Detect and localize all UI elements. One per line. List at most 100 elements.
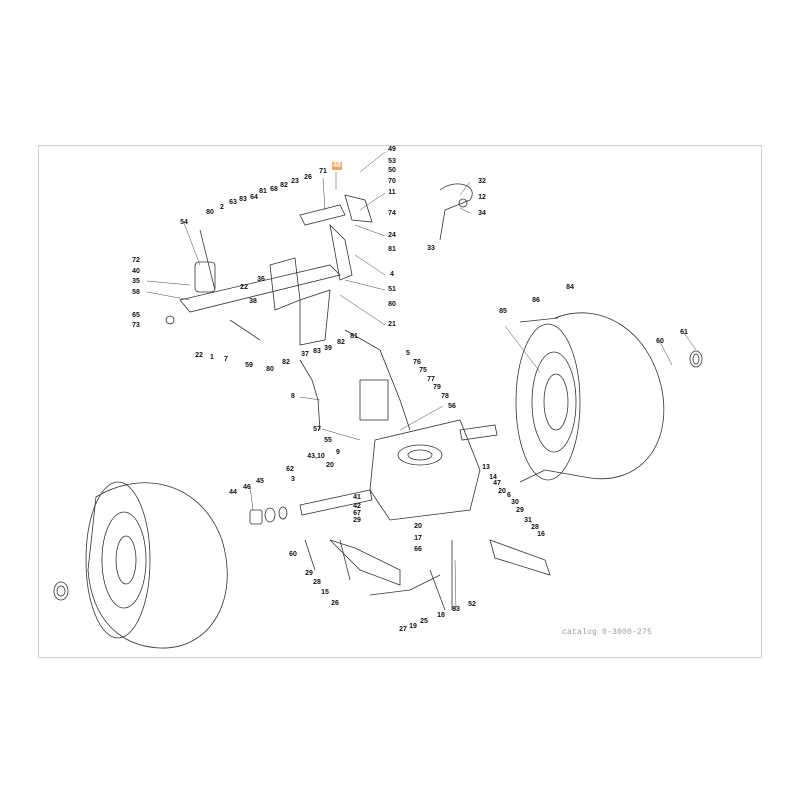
- part-callout-78: 78: [441, 393, 449, 400]
- shift-lever: [439, 183, 473, 241]
- part-callout-54: 54: [180, 219, 188, 226]
- part-callout-57: 57: [313, 426, 321, 433]
- part-callout-82b: 82: [282, 359, 290, 366]
- part-callout-15: 15: [321, 589, 329, 596]
- part-callout-31: 31: [524, 517, 532, 524]
- part-callout-79: 79: [433, 384, 441, 391]
- part-callout-81b: 81: [259, 188, 267, 195]
- part-callout-14: 14: [489, 474, 497, 481]
- part-callout-4: 4: [390, 271, 394, 278]
- part-callout-33: 33: [427, 245, 435, 252]
- part-callout-63: 63: [229, 199, 237, 206]
- part-callout-11: 11: [388, 189, 396, 196]
- catalog-code: catalog 0-3000-275: [562, 628, 653, 637]
- part-callout-73: 73: [132, 322, 140, 329]
- part-callout-22a: 22: [240, 284, 248, 291]
- part-callout-81a: 81: [388, 246, 396, 253]
- rear-right-tire: [515, 312, 665, 483]
- transmission: [299, 379, 498, 521]
- part-callout-42: 42: [353, 503, 361, 510]
- part-callout-28b: 28: [531, 524, 539, 531]
- part-callout-21: 21: [388, 321, 396, 328]
- part-callout-60b: 60: [656, 338, 664, 345]
- part-callout-51: 51: [388, 286, 396, 293]
- part-callout-48: 48: [332, 162, 342, 170]
- part-callout-80c: 80: [266, 366, 274, 373]
- part-callout-17: 17: [414, 535, 422, 542]
- part-callout-36: 36: [257, 276, 265, 283]
- part-callout-86: 86: [532, 297, 540, 304]
- part-callout-1: 1: [210, 354, 214, 361]
- part-callout-60a: 60: [289, 551, 297, 558]
- part-callout-72: 72: [132, 257, 140, 264]
- part-callout-20c: 20: [498, 488, 506, 495]
- part-callout-52: 52: [468, 601, 476, 608]
- hub-cap-left: [53, 581, 69, 601]
- part-callout-56: 56: [448, 403, 456, 410]
- part-callout-29c: 29: [516, 507, 524, 514]
- part-callout-44: 44: [229, 489, 237, 496]
- part-callout-83c: 83: [452, 606, 460, 613]
- part-callout-18: 18: [437, 612, 445, 619]
- part-callout-41: 41: [353, 494, 361, 501]
- part-callout-5: 5: [406, 350, 410, 357]
- part-callout-80a: 80: [388, 301, 396, 308]
- part-callout-37: 37: [301, 351, 309, 358]
- part-callout-82a: 82: [280, 182, 288, 189]
- part-callout-32: 32: [478, 178, 486, 185]
- part-callout-26b: 26: [331, 600, 339, 607]
- part-callout-62: 62: [286, 466, 294, 473]
- part-callout-22b: 22: [195, 352, 203, 359]
- part-callout-29b: 29: [305, 570, 313, 577]
- part-callout-77: 77: [427, 376, 435, 383]
- part-callout-50: 50: [388, 167, 396, 174]
- part-callout-43: 43,10: [307, 453, 325, 460]
- part-callout-6: 6: [507, 492, 511, 499]
- part-callout-3: 3: [291, 476, 295, 483]
- part-callout-8: 8: [291, 393, 295, 400]
- part-callout-12: 12: [478, 194, 486, 201]
- part-callout-9: 9: [336, 449, 340, 456]
- part-callout-71: 71: [319, 168, 327, 175]
- part-callout-39: 39: [324, 345, 332, 352]
- part-callout-55: 55: [324, 437, 332, 444]
- part-callout-23: 23: [291, 178, 299, 185]
- part-callout-82c: 82: [337, 339, 345, 346]
- part-callout-40: 40: [132, 268, 140, 275]
- part-callout-84: 84: [566, 284, 574, 291]
- part-callout-19: 19: [409, 623, 417, 630]
- part-callout-20b: 20: [414, 523, 422, 530]
- control-rod: [299, 359, 321, 431]
- part-callout-46: 46: [243, 484, 251, 491]
- part-callout-83b: 83: [313, 348, 321, 355]
- part-callout-70: 70: [388, 178, 396, 185]
- part-callout-64: 64: [250, 194, 258, 201]
- part-callout-80b: 80: [206, 209, 214, 216]
- part-callout-16: 16: [537, 531, 545, 538]
- part-callout-58: 58: [132, 289, 140, 296]
- part-callout-76: 76: [413, 359, 421, 366]
- part-callout-74: 74: [388, 210, 396, 217]
- part-callout-61: 61: [680, 329, 688, 336]
- part-callout-75: 75: [419, 367, 427, 374]
- part-callout-47: 47: [493, 480, 501, 487]
- part-callout-59: 59: [245, 362, 253, 369]
- part-callout-38: 38: [249, 298, 257, 305]
- part-callout-27: 27: [399, 626, 407, 633]
- part-callout-28a: 28: [313, 579, 321, 586]
- part-callout-13: 13: [482, 464, 490, 471]
- part-callout-20a: 20: [326, 462, 334, 469]
- part-callout-49: 49: [388, 146, 396, 153]
- part-callout-7: 7: [224, 356, 228, 363]
- part-callout-34: 34: [478, 210, 486, 217]
- part-callout-83a: 83: [239, 196, 247, 203]
- part-callout-29a: 29: [353, 517, 361, 524]
- rear-left-tire: [85, 481, 228, 649]
- part-callout-67: 67: [353, 510, 361, 517]
- part-callout-66: 66: [414, 546, 422, 553]
- part-callout-24: 24: [388, 232, 396, 239]
- part-callout-25: 25: [420, 618, 428, 625]
- part-callout-30: 30: [511, 499, 519, 506]
- part-callout-53: 53: [388, 158, 396, 165]
